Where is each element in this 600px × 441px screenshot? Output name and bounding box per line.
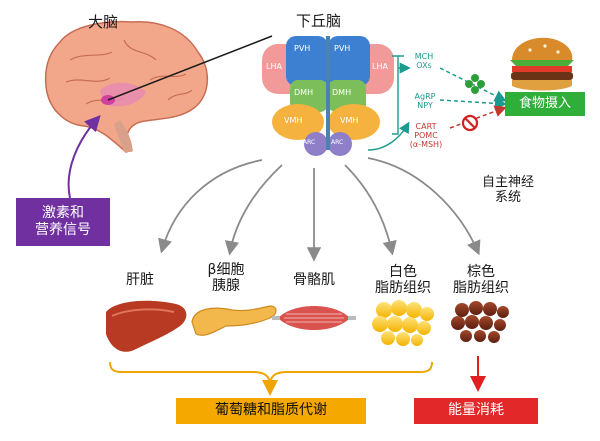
hamburger-icon [510,37,574,91]
glucose-lipid-metabolism-box: 葡萄糖和脂质代谢 [176,398,366,424]
skeletal-muscle-icon [272,306,356,330]
dmh-right-region [328,80,366,112]
pomc-text: POMC [414,131,438,141]
autonomic-line-2: 系统 [494,189,521,205]
white-fat-icon [372,300,434,346]
cart-arrow [367,121,410,151]
pvh-right-region [328,36,370,86]
muscle-text: 骨骼肌 [293,272,335,288]
liver-text: 肝脏 [126,272,154,288]
pvh-left-region [286,36,328,86]
beta-cell-text: β细胞 [207,262,245,278]
brain-illustration [44,20,209,153]
white-fat-label: 白色 脂肪组织 [366,264,440,296]
vmh-right-region [328,104,380,140]
lha-right-label: LHA [372,62,388,71]
brown-fat-tissue-text: 脂肪组织 [453,280,509,297]
hormones-nutrient-box: 激素和 营养信号 [16,198,110,246]
pancreas-icon [191,305,277,336]
vmh-left-label: VMH [284,116,303,125]
organs-bracket [109,361,433,383]
pvh-right-label: PVH [334,44,351,53]
agrp-to-food-arrow [439,97,507,110]
stimulate-icon [465,74,485,94]
cart-text: CART [415,122,437,131]
npy-text: NPY [417,101,433,111]
agrp-npy-label: AgRP NPY [410,92,440,110]
liver-icon [106,300,187,352]
vmh-right-label: VMH [340,116,359,125]
pancreas-label: β细胞 胰腺 [194,262,258,294]
inhibit-icon [461,114,479,132]
dmh-left-region [290,80,328,112]
liver-label: 肝脏 [112,272,168,288]
brown-fat-icon [451,301,509,343]
cart-pomc-label: CART POMC (α-MSH) [402,122,450,150]
autonomic-label: 自主神经 系统 [466,175,550,206]
output-bracket [392,55,404,135]
lha-left-label: LHA [266,62,282,71]
hormones-line-2: 营养信号 [35,222,91,238]
hypothalamus-output-arrows [158,157,481,262]
food-intake-box: 食物摄入 [505,92,585,116]
msh-text: (α-MSH) [409,140,443,150]
hypothalamus-illustration [262,36,394,156]
white-fat-tissue-text: 脂肪组织 [375,280,431,297]
hypothalamus-label: 下丘脑 [296,12,342,30]
pvh-left-label: PVH [294,44,311,53]
cart-to-food-arrow [449,105,507,129]
hormones-line-1: 激素和 [42,204,84,221]
vmh-left-region [272,104,324,140]
mch-oxs-label: MCH OXs [410,52,438,70]
autonomic-line-1: 自主神经 [481,175,534,190]
hormone-signal-arrow [67,115,101,199]
mch-text: MCH [414,52,434,61]
dmh-left-label: DMH [294,88,314,97]
muscle-label: 骨骼肌 [282,272,346,288]
oxs-text: OXs [416,61,432,71]
arc-right-region [328,132,352,156]
arc-left-region [304,132,328,156]
agrp-text: AgRP [414,92,436,101]
pancreas-text: 胰腺 [212,278,240,295]
white-text: 白色 [389,264,417,280]
brown-text: 棕色 [467,264,495,280]
brain-label: 大脑 [88,13,119,31]
dmh-right-label: DMH [332,88,352,97]
energy-expenditure-box: 能量消耗 [414,398,538,424]
arc-right-label: ARC [331,139,344,146]
brown-fat-label: 棕色 脂肪组织 [444,264,518,296]
arc-left-label: ARC [303,139,316,146]
third-ventricle [326,36,330,150]
brain-pointer-line [107,35,273,101]
